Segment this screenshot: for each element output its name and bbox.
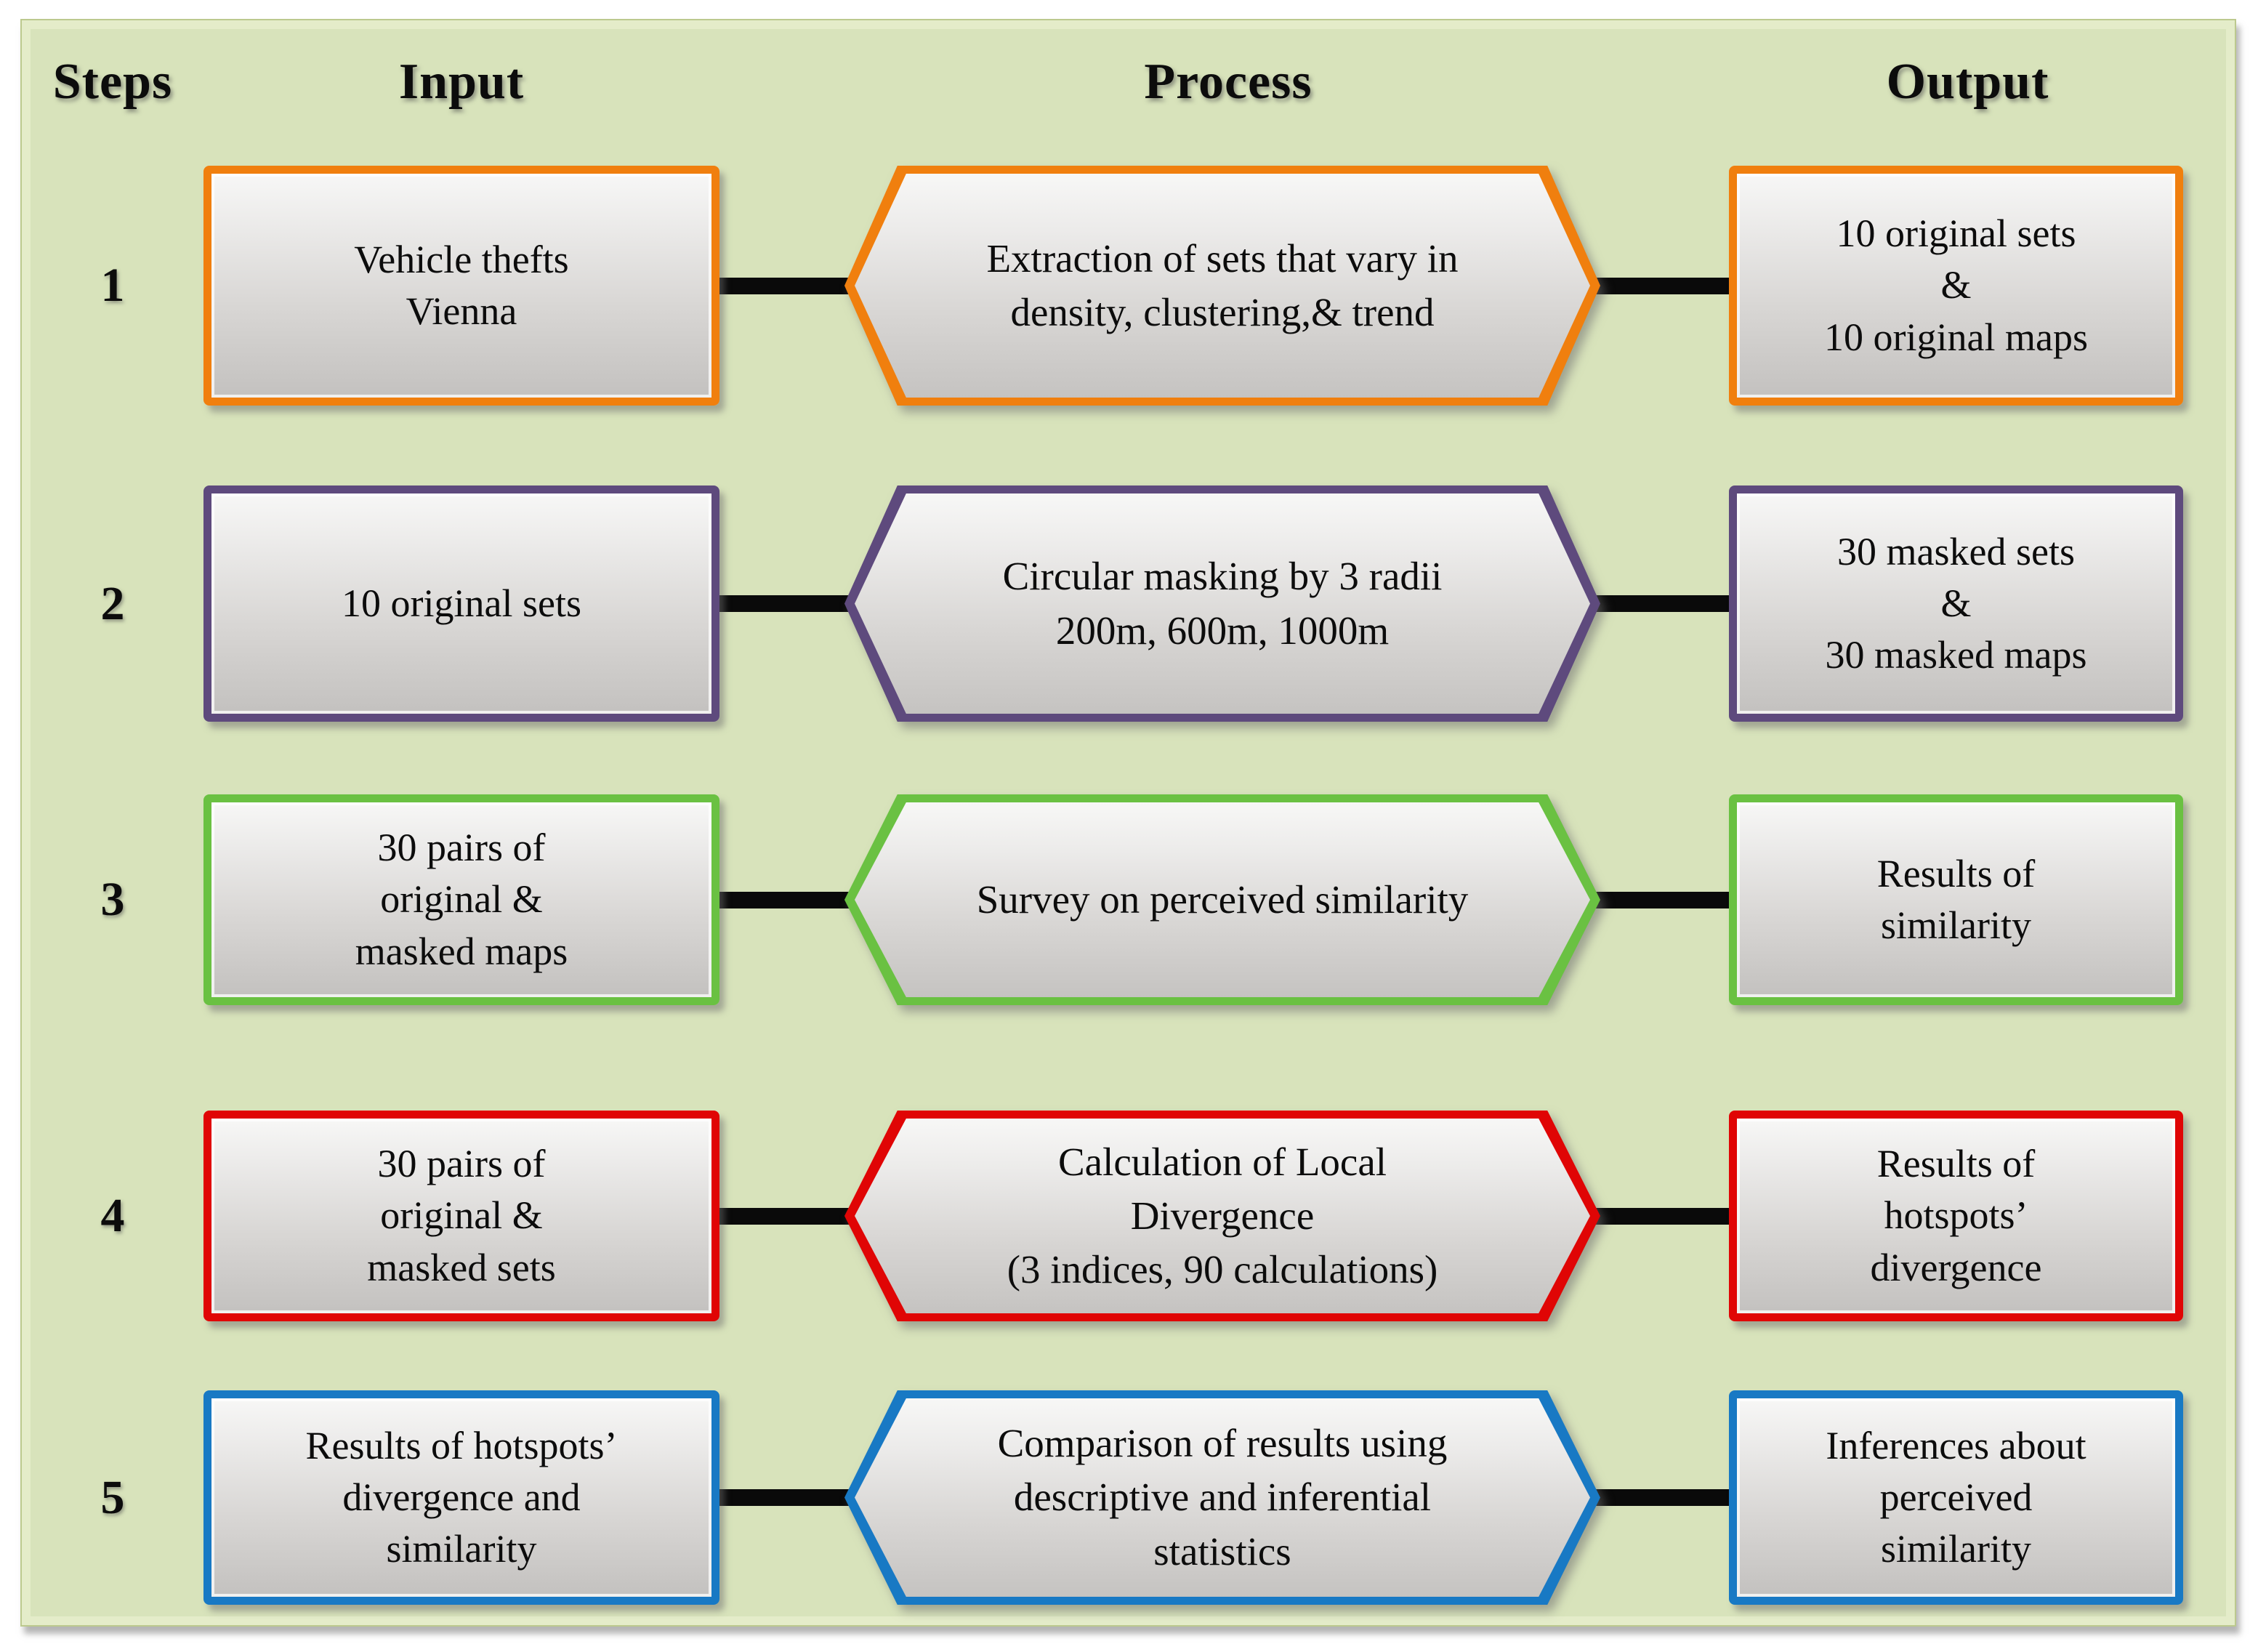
process-node-1-label: Extraction of sets that vary in density,… — [855, 174, 1590, 398]
connector-4-left — [714, 1207, 859, 1225]
header-process: Process — [1144, 54, 1313, 110]
input-node-4: 30 pairs of original & masked sets — [203, 1111, 719, 1321]
output-node-1: 10 original sets & 10 original maps — [1729, 166, 2183, 406]
header-steps: Steps — [52, 54, 173, 110]
process-node-1: Extraction of sets that vary in density,… — [844, 166, 1600, 406]
input-node-2: 10 original sets — [203, 485, 719, 722]
header-output: Output — [1886, 54, 2049, 110]
step-number-2: 2 — [100, 576, 125, 630]
connector-3-right — [1586, 891, 1735, 908]
flow-row-4: 4 30 pairs of original & masked sets Cal… — [22, 1111, 2235, 1321]
connector-3-left — [714, 891, 859, 908]
step-number-1: 1 — [100, 259, 125, 312]
input-node-5: Results of hotspots’ divergence and simi… — [203, 1390, 719, 1605]
connector-2-right — [1586, 595, 1735, 612]
connector-1-right — [1586, 277, 1735, 294]
connector-4-right — [1586, 1207, 1735, 1225]
process-node-3-label: Survey on perceived similarity — [855, 802, 1590, 997]
output-node-5: Inferences about perceived similarity — [1729, 1390, 2183, 1605]
process-node-3: Survey on perceived similarity — [844, 794, 1600, 1005]
flow-row-5: 5 Results of hotspots’ divergence and si… — [22, 1390, 2235, 1605]
header-input: Input — [398, 54, 525, 110]
output-node-4: Results of hotspots’ divergence — [1729, 1111, 2183, 1321]
process-node-2-label: Circular masking by 3 radii 200m, 600m, … — [855, 493, 1590, 714]
input-node-3: 30 pairs of original & masked maps — [203, 794, 719, 1005]
process-node-2: Circular masking by 3 radii 200m, 600m, … — [844, 485, 1600, 722]
flowchart-panel: Steps Input Process Output 1 Vehicle the… — [20, 19, 2236, 1627]
step-number-3: 3 — [100, 873, 125, 926]
flow-row-3: 3 30 pairs of original & masked maps Sur… — [22, 794, 2235, 1005]
column-headers: Steps Input Process Output — [22, 20, 2235, 144]
output-node-3: Results of similarity — [1729, 794, 2183, 1005]
connector-5-left — [714, 1489, 859, 1506]
output-node-2: 30 masked sets & 30 masked maps — [1729, 485, 2183, 722]
process-node-4: Calculation of Local Divergence (3 indic… — [844, 1111, 1600, 1321]
step-number-4: 4 — [100, 1189, 125, 1242]
connector-5-right — [1586, 1489, 1735, 1506]
input-node-1: Vehicle thefts Vienna — [203, 166, 719, 406]
flow-row-1: 1 Vehicle thefts Vienna Extraction of se… — [22, 166, 2235, 406]
connector-1-left — [714, 277, 859, 294]
step-number-5: 5 — [100, 1470, 125, 1524]
process-node-5-label: Comparison of results using descriptive … — [855, 1398, 1590, 1597]
process-node-4-label: Calculation of Local Divergence (3 indic… — [855, 1119, 1590, 1313]
flow-row-2: 2 10 original sets Circular masking by 3… — [22, 485, 2235, 722]
connector-2-left — [714, 595, 859, 612]
process-node-5: Comparison of results using descriptive … — [844, 1390, 1600, 1605]
